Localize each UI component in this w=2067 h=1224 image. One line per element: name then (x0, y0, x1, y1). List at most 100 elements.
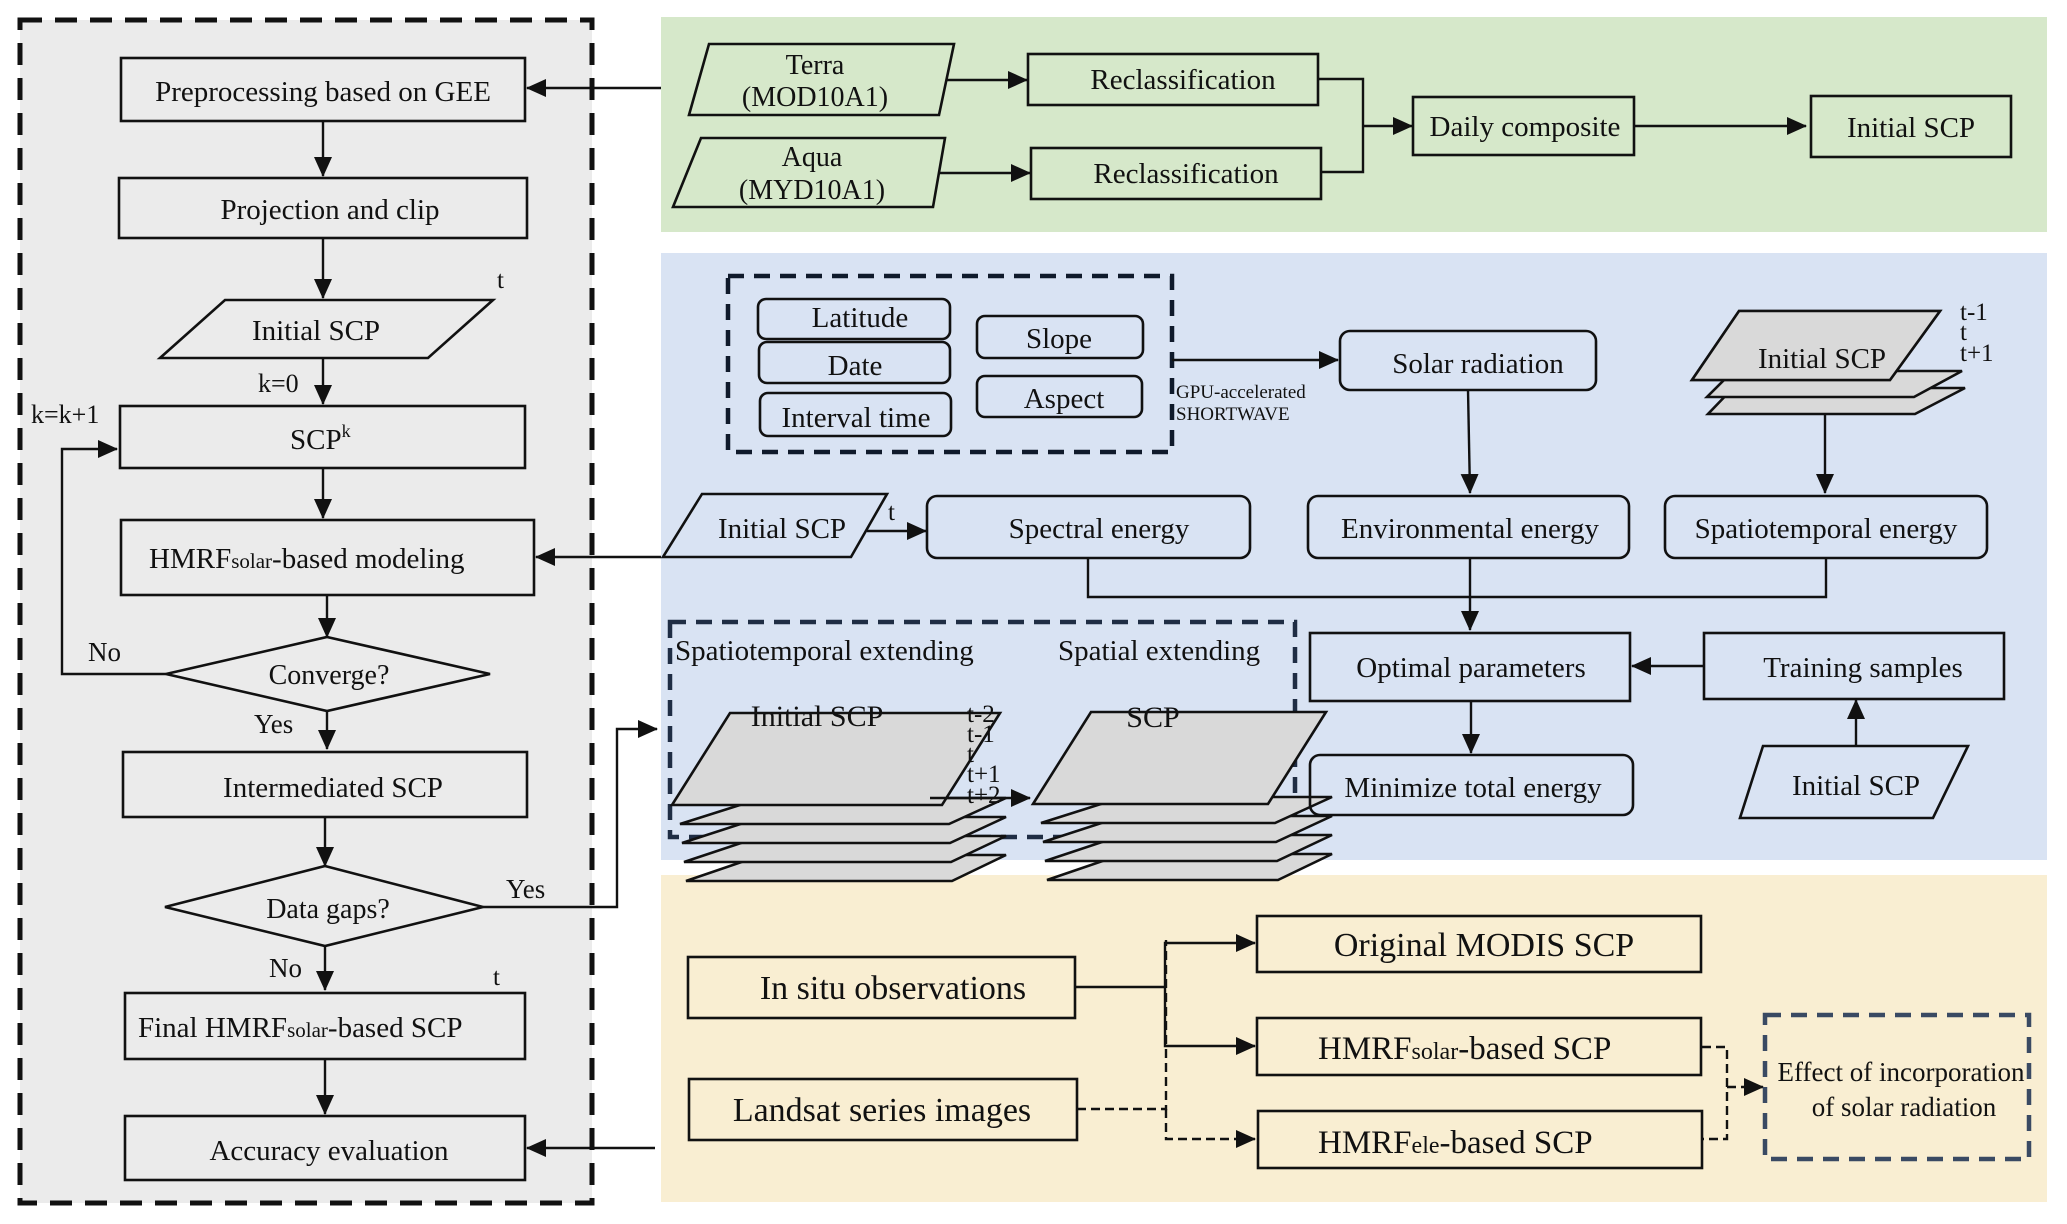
extend-time-label: t-2 (967, 701, 995, 728)
hmrf-solar-scp-node[interactable]: HMRFsolar-based SCP (1255, 1016, 1703, 1077)
effect-line1: Effect of incorporation (1778, 1057, 2025, 1087)
stack-initial-scp-label: Initial SCP (1758, 343, 1886, 375)
daily-composite-label: Daily composite (1430, 111, 1621, 143)
stack-layer (1030, 710, 1329, 806)
spatial-extending-title: Spatial extending (1058, 635, 1260, 667)
terra-product-label: (MOD10A1) (742, 82, 888, 113)
left-panel-background (20, 20, 592, 1203)
training-initial-scp-node[interactable]: Initial SCP (1738, 744, 1971, 820)
scp-k-label: SCPk (290, 421, 351, 456)
top-initial-scp-label: Initial SCP (1847, 112, 1975, 144)
stack-top-layer (1689, 309, 1943, 382)
reclass-aqua-label: Reclassification (1093, 158, 1279, 190)
converge-label: Converge? (269, 660, 390, 691)
spectral-initial-scp-node[interactable]: Initial SCP (660, 492, 890, 559)
effect-line2: of solar radiation (1812, 1092, 1997, 1122)
stack-time-label: t (1960, 319, 1967, 346)
initial-scp-time-label: t (497, 267, 504, 294)
final-scp-label: Final HMRFsolar-based SCP (138, 1012, 462, 1044)
hmrf-ele-scp-label: HMRFele-based SCP (1318, 1125, 1593, 1161)
arrow-insitu-to-hmrf-solar (1163, 987, 1256, 1055)
minimize-total-energy-node[interactable]: Minimize total energy (1308, 753, 1635, 817)
extend-time-label: t+1 (967, 761, 1001, 788)
data-gaps-yes-label: Yes (506, 874, 545, 904)
extend-time-label: t+2 (967, 782, 1001, 809)
energy-merge-connector (1086, 558, 1828, 599)
left-flow: Preprocessing based on GEE Projection an… (31, 56, 658, 1182)
original-modis-label: Original MODIS SCP (1334, 927, 1634, 964)
aspect-input[interactable]: Aspect (975, 374, 1144, 419)
arrow-landsat-to-hmrf-ele (1164, 1109, 1256, 1148)
slope-label: Slope (1026, 323, 1092, 355)
aspect-label: Aspect (1024, 383, 1105, 415)
projection-node[interactable]: Projection and clip (117, 176, 529, 240)
extending-scp-label: SCP (1126, 701, 1179, 734)
gpu-label: GPU-accelerated (1176, 382, 1306, 403)
k-init-label: k=0 (258, 369, 299, 398)
top-panel: Terra (MOD10A1) Aqua (MYD10A1) Reclassif… (671, 42, 2013, 209)
spectral-time-label: t (888, 499, 895, 526)
accuracy-evaluation-node[interactable]: Accuracy evaluation (123, 1114, 527, 1182)
in-situ-label: In situ observations (760, 970, 1026, 1007)
solar-input-group-border (725, 273, 1175, 455)
latitude-input[interactable]: Latitude (756, 297, 952, 341)
initial-scp-label: Initial SCP (252, 315, 380, 347)
extend-time-label: t (967, 741, 974, 768)
spectral-energy-label: Spectral energy (1009, 513, 1190, 545)
latitude-label: Latitude (812, 302, 909, 334)
spatiotemporal-energy-node[interactable]: Spatiotemporal energy (1663, 494, 1989, 560)
extending-scp-stack[interactable] (1030, 710, 1333, 882)
effect-of-solar-radiation-node[interactable]: Effect of incorporation of solar radiati… (1762, 1012, 2032, 1162)
stack-time-label: t+1 (1960, 340, 1994, 367)
arrow-solar-to-environmental (1460, 389, 1479, 494)
stacked-initial-scp[interactable]: Initial SCP (1689, 309, 1966, 416)
data-gaps-no-label: No (269, 953, 302, 983)
projection-label: Projection and clip (220, 194, 439, 226)
extending-initial-scp-stack[interactable] (669, 711, 1007, 883)
optimal-parameters-label: Optimal parameters (1356, 652, 1586, 684)
middle-panel: Latitude Date Interval time Slope Aspect… (660, 273, 2006, 883)
terra-input[interactable]: Terra (MOD10A1) (687, 42, 956, 117)
top-initial-scp-node[interactable]: Initial SCP (1809, 94, 2013, 159)
stack-layer (669, 711, 1003, 807)
slope-input[interactable]: Slope (975, 314, 1145, 360)
landsat-label: Landsat series images (733, 1092, 1031, 1129)
daily-composite-node[interactable]: Daily composite (1411, 95, 1636, 157)
reclass-terra-label: Reclassification (1090, 64, 1276, 96)
reclassification-aqua[interactable]: Reclassification (1029, 146, 1323, 201)
k-increment-label: k=k+1 (31, 400, 99, 429)
data-gaps-label: Data gaps? (266, 894, 390, 925)
minimize-total-energy-label: Minimize total energy (1344, 772, 1602, 804)
aqua-input[interactable]: Aqua (MYD10A1) (671, 136, 947, 209)
preprocessing-node[interactable]: Preprocessing based on GEE (119, 56, 527, 123)
training-samples-label: Training samples (1763, 652, 1963, 684)
date-label: Date (828, 350, 883, 382)
optimal-parameters-node[interactable]: Optimal parameters (1308, 631, 1632, 703)
converge-no-label: No (88, 637, 121, 667)
final-scp-node[interactable]: Final HMRFsolar-based SCP t (123, 964, 527, 1061)
hmrf-solar-scp-label: HMRFsolar-based SCP (1318, 1031, 1611, 1067)
environmental-energy-node[interactable]: Environmental energy (1306, 494, 1631, 560)
terra-label: Terra (786, 50, 845, 81)
interval-time-input[interactable]: Interval time (758, 391, 953, 438)
landsat-images-node[interactable]: Landsat series images (687, 1077, 1079, 1142)
spatiotemporal-energy-label: Spatiotemporal energy (1695, 513, 1958, 545)
initial-scp-node[interactable]: Initial SCP t (156, 267, 504, 360)
dashed-merge-connector (1702, 1045, 1729, 1141)
date-input[interactable]: Date (757, 340, 952, 385)
training-initial-scp-label: Initial SCP (1792, 770, 1920, 802)
final-time-label: t (493, 964, 500, 991)
preprocessing-label: Preprocessing based on GEE (155, 76, 491, 108)
aqua-label: Aqua (782, 142, 843, 173)
solar-radiation-node[interactable]: Solar radiation (1338, 329, 1598, 392)
hmrf-modeling-label: HMRFsolar-based modeling (149, 543, 465, 575)
arrow-gaps-yes-to-extending (483, 720, 658, 909)
accuracy-evaluation-label: Accuracy evaluation (209, 1135, 449, 1167)
original-modis-scp-node[interactable]: Original MODIS SCP (1255, 914, 1703, 974)
converge-yes-label: Yes (254, 709, 293, 739)
extending-time-labels: t-2 t-1 t t+1 t+2 (967, 701, 1001, 809)
aqua-product-label: (MYD10A1) (739, 175, 885, 206)
extending-initial-scp-label: Initial SCP (751, 700, 884, 733)
hmrf-modeling-node[interactable]: HMRFsolar-based modeling (119, 518, 536, 597)
